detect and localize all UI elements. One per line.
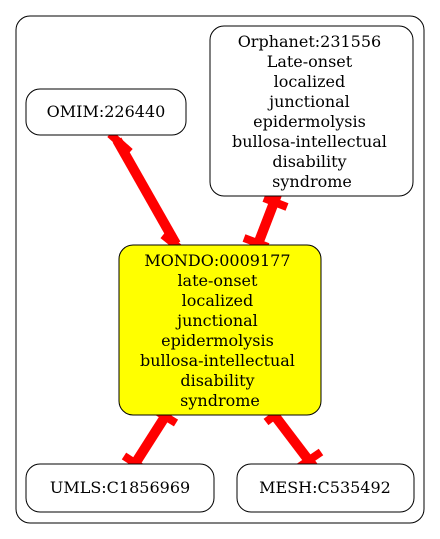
node-umls[interactable]: UMLS:C1856969 [25,463,215,513]
node-omim-line: OMIM:226440 [47,102,166,121]
node-mondo-line: bullosa-intellectual [140,351,295,370]
node-omim[interactable]: OMIM:226440 [25,88,187,136]
node-mondo-line: MONDO:0009177 [144,251,290,270]
node-mondo-line: junctional [175,311,258,330]
node-orphanet-line: localized [274,72,346,91]
node-mondo-line: disability [180,371,254,390]
edge-orphanet-mondo-cap-start [262,194,289,211]
node-orphanet-line: syndrome [272,172,352,191]
node-orphanet-label: Orphanet:231556 Late-onset localized jun… [232,32,392,191]
node-orphanet-box [209,25,414,197]
node-orphanet-line: Orphanet:231556 [238,32,382,51]
node-mondo-line: epidermolysis [161,331,274,350]
node-umls-label: UMLS:C1856969 [50,478,190,497]
node-mondo-line: syndrome [180,391,260,410]
node-umls-box [25,463,215,513]
node-mondo-box [118,244,322,416]
node-omim-box [25,88,187,136]
node-orphanet-line: Late-onset [267,52,353,71]
node-orphanet-line: junctional [267,92,350,111]
node-orphanet-line: epidermolysis [253,112,366,131]
node-mondo-line: late-onset [177,271,258,290]
node-mondo-line: localized [182,291,254,310]
node-mondo-label: MONDO:0009177 late-onset localized junct… [140,251,300,410]
edge-omim-mondo-line [112,137,181,247]
node-mesh-box [236,463,415,513]
node-mesh[interactable]: MESH:C535492 [236,463,415,513]
node-orphanet-line: bullosa-intellectual [232,132,387,151]
edge-omim-mondo-cap-start [107,131,133,155]
node-mondo[interactable]: MONDO:0009177 late-onset localized junct… [118,244,322,416]
node-umls-line: UMLS:C1856969 [50,478,190,497]
node-omim-label: OMIM:226440 [47,102,166,121]
node-orphanet[interactable]: Orphanet:231556 Late-onset localized jun… [209,25,414,197]
node-mesh-line: MESH:C535492 [259,478,391,497]
node-orphanet-line: disability [272,152,346,171]
node-mesh-label: MESH:C535492 [259,478,391,497]
nodes-layer: MONDO:0009177 late-onset localized junct… [25,25,415,513]
